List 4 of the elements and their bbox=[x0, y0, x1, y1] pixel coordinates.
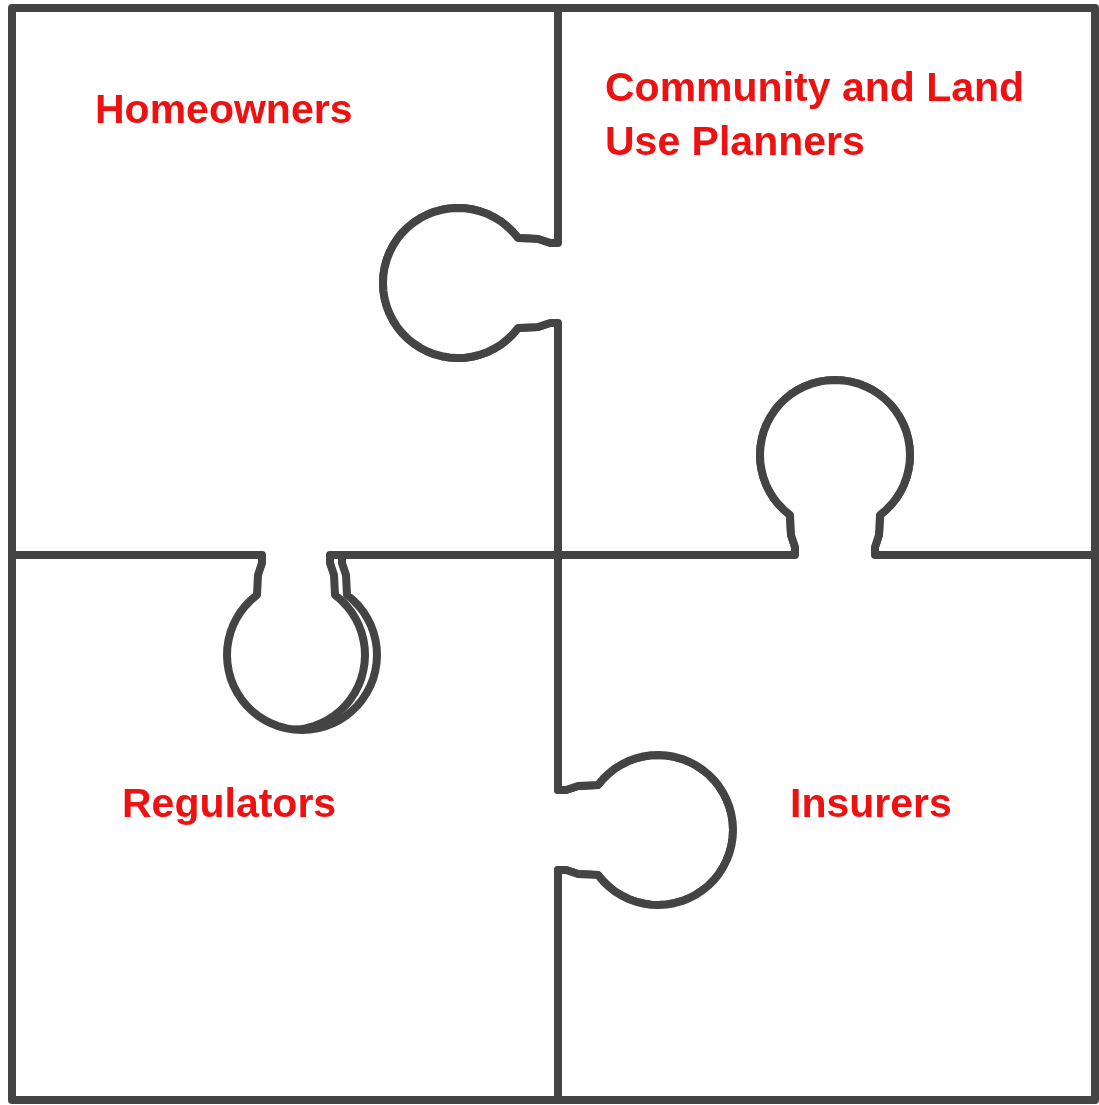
piece-label: Community and Land Use Planners bbox=[605, 63, 1026, 166]
piece-label: Insurers bbox=[790, 779, 953, 828]
piece-label: Regulators bbox=[122, 779, 338, 828]
piece-label: Homeowners bbox=[95, 85, 354, 134]
